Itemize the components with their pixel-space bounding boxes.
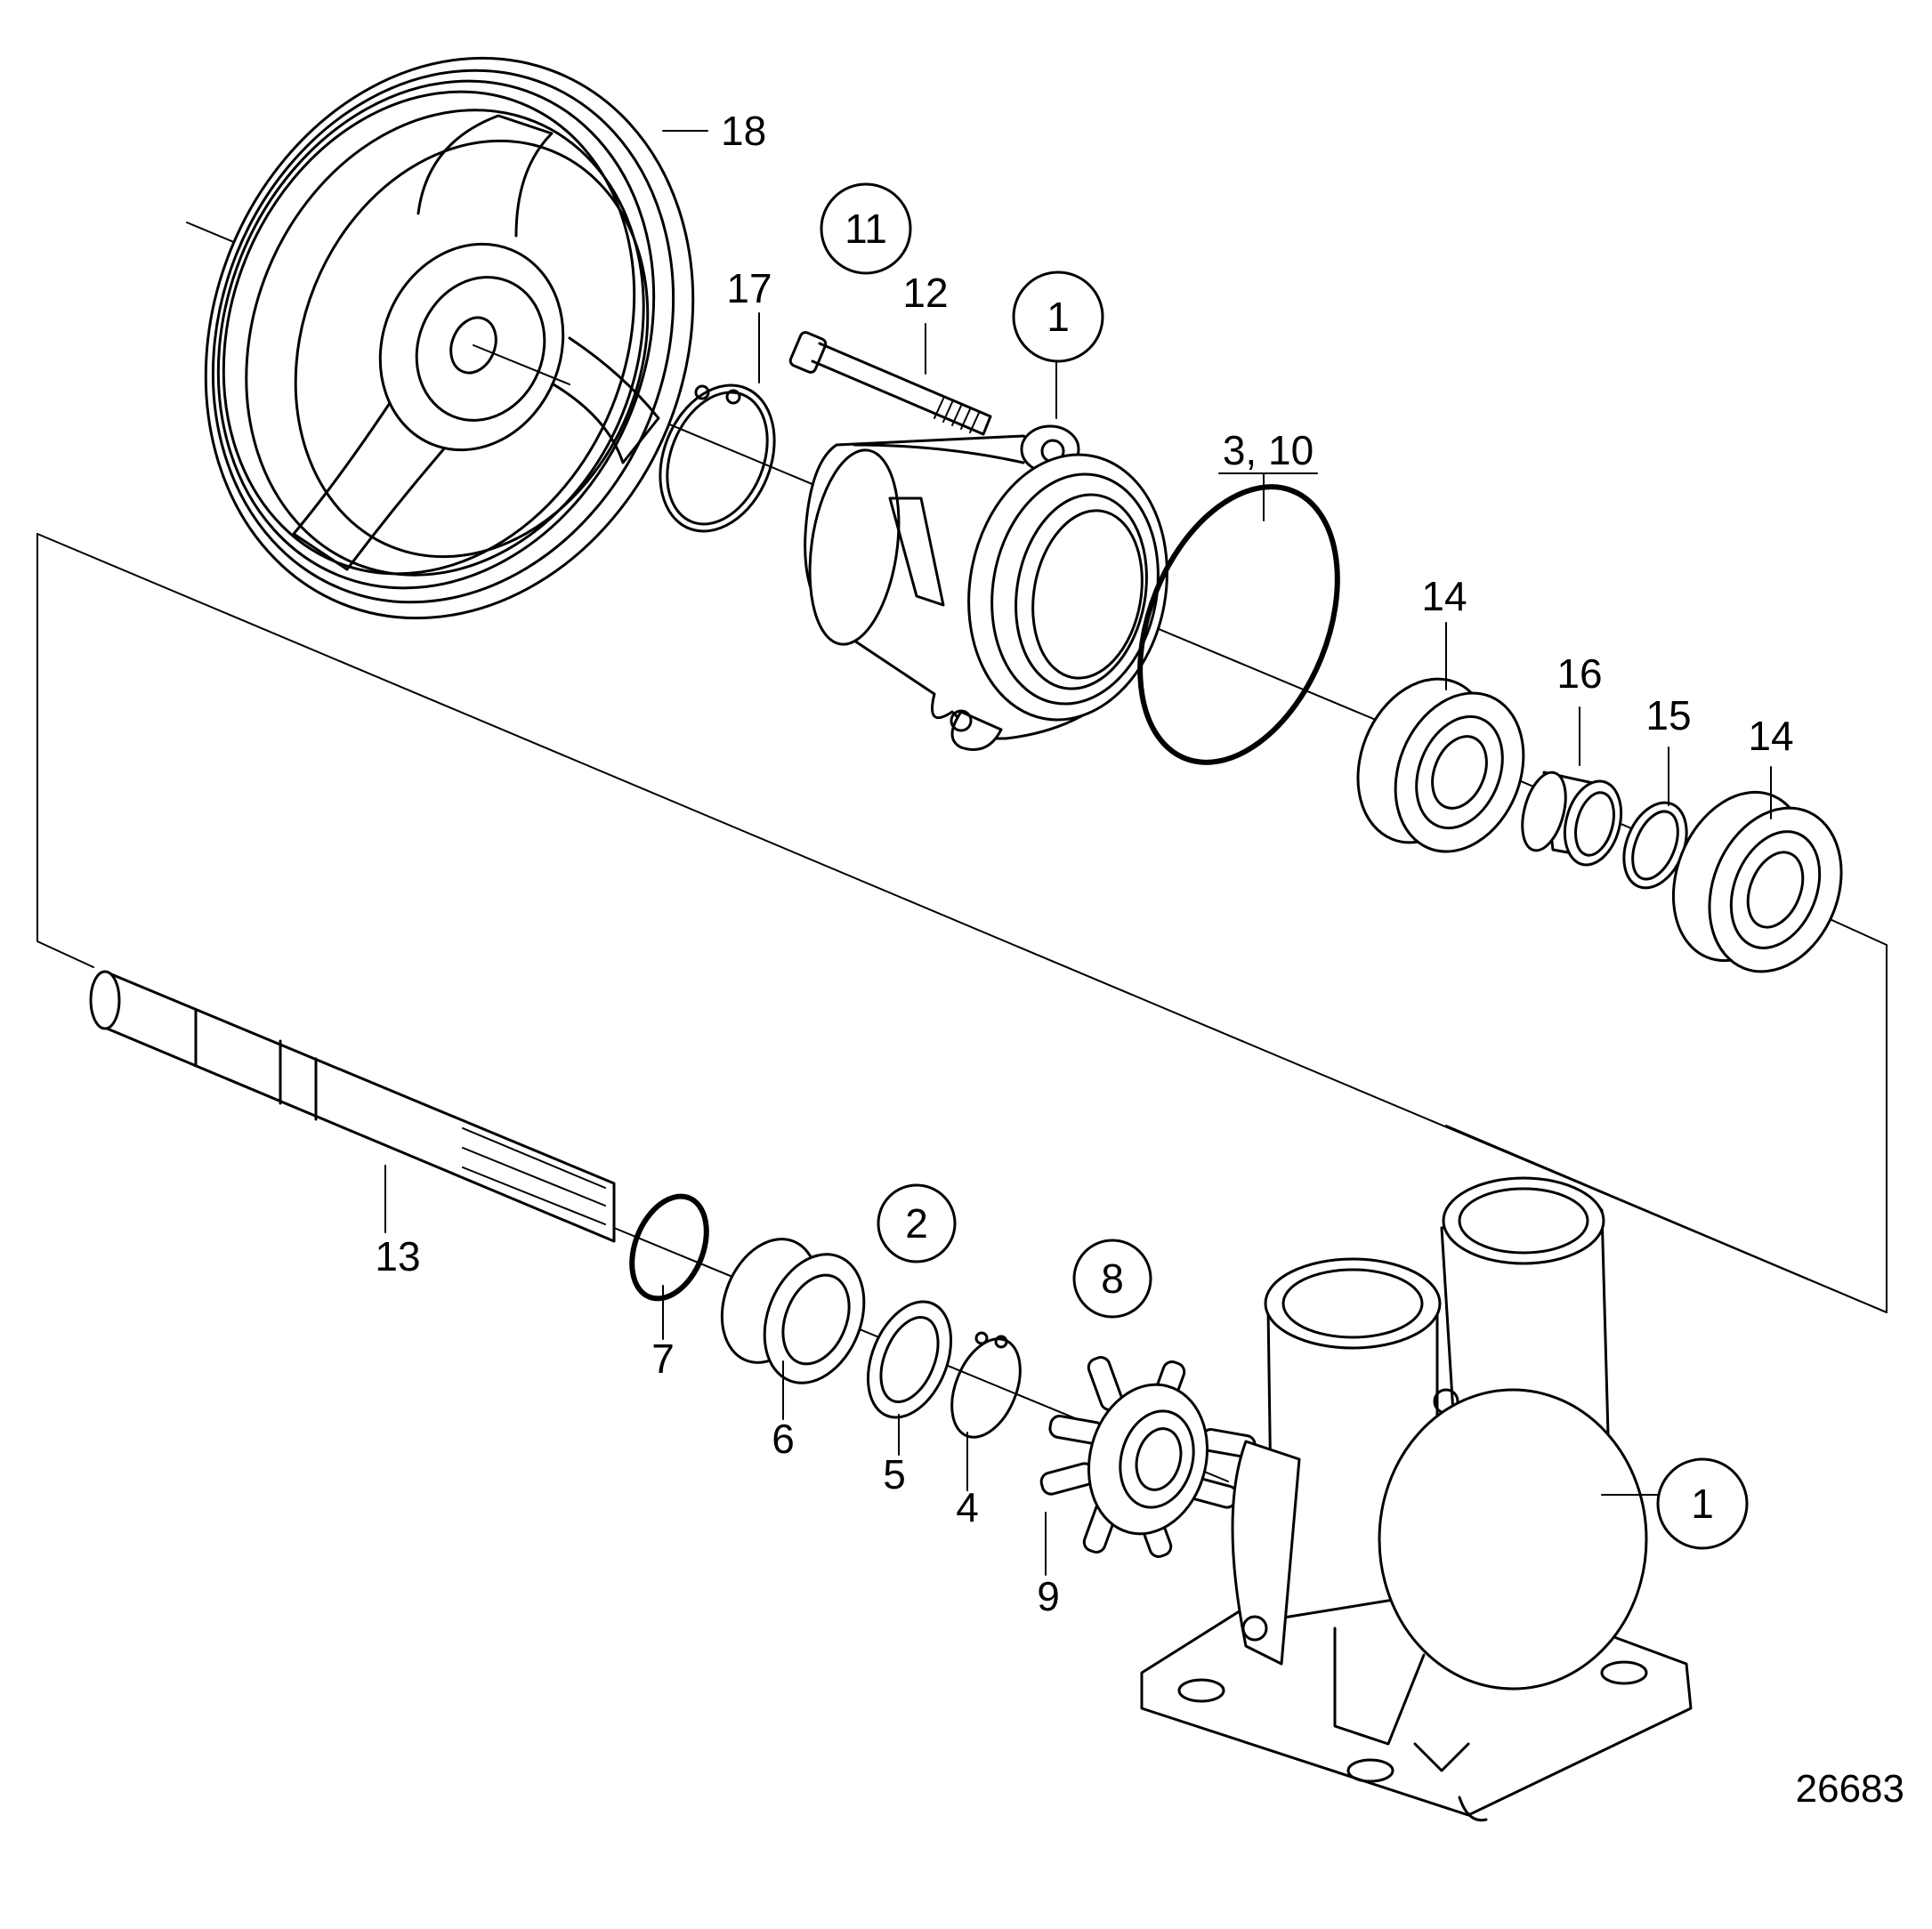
callout-circle-1-top bbox=[1012, 270, 1104, 363]
callout-7: 7 bbox=[651, 1336, 675, 1382]
callout-3-10: 3, 10 bbox=[1223, 427, 1314, 473]
bearing-housing bbox=[804, 424, 1168, 751]
circlip-upper bbox=[659, 383, 776, 533]
impeller bbox=[1039, 1356, 1257, 1558]
o-ring-large bbox=[1137, 484, 1340, 765]
spacer-sleeve bbox=[1521, 771, 1623, 867]
callout-15: 15 bbox=[1645, 692, 1691, 739]
callout-circle-11 bbox=[820, 182, 912, 275]
callout-8: 8 bbox=[1101, 1255, 1124, 1302]
callout-circle-8 bbox=[1072, 1239, 1152, 1319]
callout-11: 11 bbox=[845, 206, 887, 252]
callout-5: 5 bbox=[883, 1451, 906, 1497]
assembly-frame bbox=[36, 533, 1888, 1313]
figure-number: 26683 bbox=[1796, 1767, 1904, 1811]
callout-2: 2 bbox=[905, 1200, 928, 1247]
callout-13: 13 bbox=[375, 1233, 420, 1279]
washer bbox=[866, 1300, 953, 1419]
seal bbox=[720, 1238, 866, 1384]
pulley bbox=[204, 56, 695, 620]
callout-labels: 18 11 17 12 1 3, 10 14 16 15 14 13 2 8 7… bbox=[375, 108, 1793, 1619]
callout-circle-2 bbox=[877, 1183, 957, 1263]
callout-16: 16 bbox=[1556, 650, 1602, 697]
ball-bearing-right bbox=[1671, 790, 1843, 973]
callout-1-top: 1 bbox=[1047, 294, 1070, 340]
callout-9: 9 bbox=[1037, 1573, 1060, 1619]
bolt bbox=[788, 331, 992, 436]
callout-circles bbox=[820, 182, 1749, 1550]
callout-4: 4 bbox=[956, 1484, 979, 1530]
callout-18: 18 bbox=[721, 108, 766, 154]
ball-bearing-left bbox=[1356, 677, 1525, 853]
shim-ring bbox=[1622, 801, 1688, 890]
callout-14-right: 14 bbox=[1748, 713, 1793, 759]
pump-shaft bbox=[89, 970, 616, 1243]
o-ring-small bbox=[629, 1193, 709, 1302]
callout-1-bottom: 1 bbox=[1691, 1481, 1714, 1527]
callout-circle-1-bottom bbox=[1656, 1457, 1749, 1550]
callout-17: 17 bbox=[726, 265, 772, 311]
callout-14-left: 14 bbox=[1421, 573, 1467, 619]
leader-lines bbox=[384, 130, 1772, 1576]
pump-housing bbox=[1140, 1176, 1693, 1822]
callout-6: 6 bbox=[772, 1416, 795, 1462]
callout-12: 12 bbox=[902, 270, 948, 316]
circlip-lower bbox=[950, 1331, 1022, 1439]
